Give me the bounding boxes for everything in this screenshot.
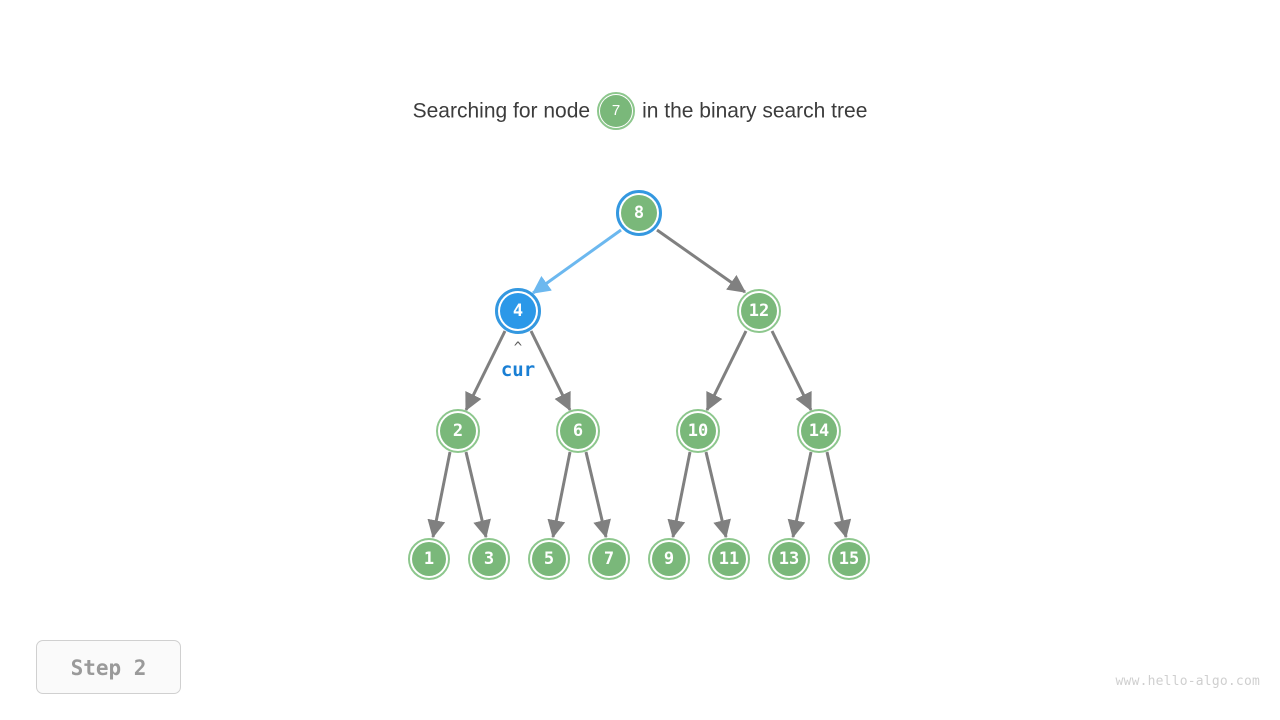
edge-14-13 bbox=[787, 451, 813, 539]
badge-ring bbox=[597, 92, 636, 131]
step-indicator: Step 2 bbox=[36, 640, 181, 694]
tree-node-3[interactable]: 3 bbox=[468, 538, 510, 580]
edge-10-9 bbox=[667, 451, 692, 539]
node-value: 6 bbox=[560, 413, 596, 449]
tree-node-11[interactable]: 11 bbox=[708, 538, 750, 580]
tree-node-4[interactable]: 4 bbox=[495, 288, 541, 334]
edge-10-11 bbox=[704, 451, 731, 539]
tree-node-15[interactable]: 15 bbox=[828, 538, 870, 580]
edge-4-2 bbox=[464, 330, 507, 412]
node-value: 15 bbox=[832, 542, 866, 576]
node-value: 3 bbox=[472, 542, 506, 576]
edge-8-4 bbox=[532, 228, 622, 295]
node-value: 9 bbox=[652, 542, 686, 576]
tree-node-13[interactable]: 13 bbox=[768, 538, 810, 580]
node-value: 4 bbox=[500, 293, 536, 329]
tree-node-14[interactable]: 14 bbox=[797, 409, 841, 453]
tree-node-1[interactable]: 1 bbox=[408, 538, 450, 580]
node-value: 13 bbox=[772, 542, 806, 576]
node-value: 5 bbox=[532, 542, 566, 576]
node-value: 11 bbox=[712, 542, 746, 576]
edge-12-10 bbox=[705, 330, 748, 412]
edge-12-14 bbox=[770, 330, 813, 412]
tree-node-8[interactable]: 8 bbox=[616, 190, 662, 236]
tree-node-5[interactable]: 5 bbox=[528, 538, 570, 580]
tree-node-10[interactable]: 10 bbox=[676, 409, 720, 453]
node-value: 8 bbox=[621, 195, 657, 231]
edge-6-5 bbox=[547, 451, 572, 539]
node-value: 10 bbox=[680, 413, 716, 449]
tree-node-7[interactable]: 7 bbox=[588, 538, 630, 580]
pointer-caret-icon: ^ bbox=[513, 340, 523, 356]
node-value: 2 bbox=[440, 413, 476, 449]
title-suffix: in the binary search tree bbox=[642, 99, 868, 123]
tree-node-6[interactable]: 6 bbox=[556, 409, 600, 453]
node-value: 7 bbox=[592, 542, 626, 576]
tree-node-9[interactable]: 9 bbox=[648, 538, 690, 580]
tree-node-2[interactable]: 2 bbox=[436, 409, 480, 453]
tree-node-12[interactable]: 12 bbox=[737, 289, 781, 333]
edge-2-1 bbox=[427, 451, 452, 539]
edge-14-15 bbox=[825, 451, 852, 539]
title-prefix: Searching for node bbox=[412, 99, 591, 123]
node-value: 12 bbox=[741, 293, 777, 329]
watermark: www.hello-algo.com bbox=[1115, 674, 1260, 689]
node-value: 14 bbox=[801, 413, 837, 449]
edge-8-12 bbox=[656, 228, 746, 294]
current-pointer: ^ cur bbox=[478, 340, 558, 382]
badge-value: 7 bbox=[600, 95, 633, 128]
page-title: Searching for node 7 in the binary searc… bbox=[0, 92, 1280, 131]
title-target-node-badge: 7 bbox=[597, 92, 636, 131]
edge-2-3 bbox=[464, 451, 491, 539]
pointer-label: cur bbox=[500, 359, 536, 381]
node-value: 1 bbox=[412, 542, 446, 576]
edge-4-6 bbox=[529, 330, 572, 412]
edge-6-7 bbox=[584, 451, 611, 539]
